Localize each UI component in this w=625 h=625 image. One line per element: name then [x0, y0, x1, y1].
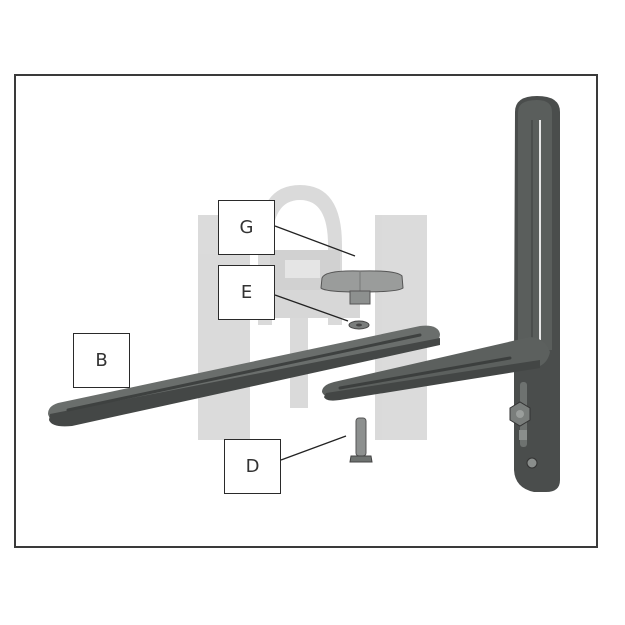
wing-knob-g — [320, 270, 404, 305]
bolt-d — [349, 417, 373, 463]
extension-arm-b — [48, 325, 440, 427]
wall-bracket — [509, 96, 560, 492]
washer-e — [348, 320, 370, 330]
leader-lines — [274, 225, 356, 461]
bracket-arm — [322, 337, 550, 401]
callout-label-b: B — [73, 333, 130, 388]
callout-label-e: E — [218, 265, 275, 320]
callout-label-d: D — [224, 439, 281, 494]
callout-label-g: G — [218, 200, 275, 255]
